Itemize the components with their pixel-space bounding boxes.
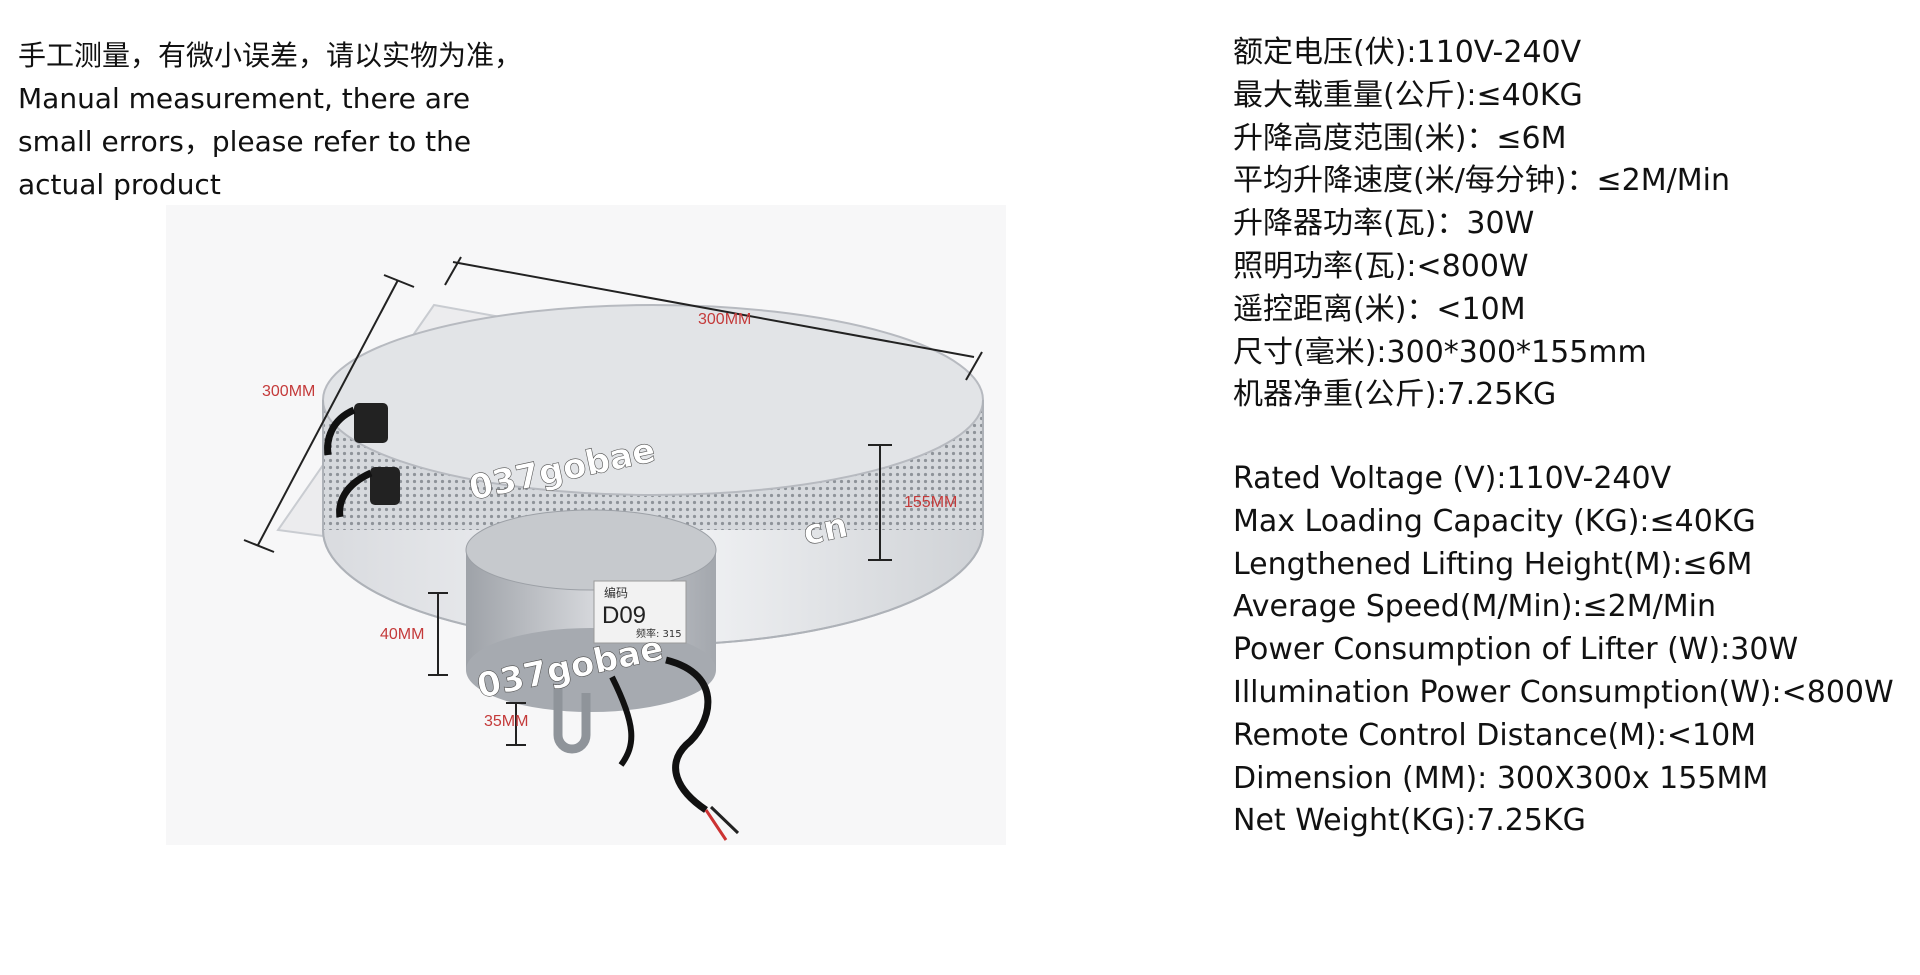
motor-code: D09 — [602, 602, 646, 629]
motor-bracket — [553, 685, 591, 754]
spec-cn-net-weight: 机器净重(公斤):7.25KG — [1233, 377, 1557, 413]
note-english-line-2: small errors，please refer to the — [18, 125, 472, 158]
motor-label-sticker — [593, 580, 687, 644]
product-photo: 编码 D09 频率: 315 300MM — [166, 205, 1006, 845]
spec-cn-speed: 平均升降速度(米/每分钟)：≤2M/Min — [1233, 163, 1730, 199]
note-english-line-1: Manual measurement, there are — [18, 82, 471, 115]
motor-sub-text: 频率: 315 — [636, 627, 682, 640]
spec-en-remote-distance: Remote Control Distance(M):<10M — [1233, 717, 1757, 753]
dimension-height-label: 155MM — [904, 494, 957, 511]
cable-gland — [354, 403, 388, 443]
spec-en-speed: Average Speed(M/Min):≤2M/Min — [1233, 589, 1716, 625]
motor-bottom — [466, 628, 716, 712]
spec-cn-max-load: 最大载重量(公斤):≤40KG — [1233, 77, 1583, 113]
lifter-illustration: 编码 D09 频率: 315 300MM — [166, 205, 1006, 845]
spec-cn-lift-height: 升降高度范围(米)：≤6M — [1233, 120, 1567, 156]
spec-cn-light-power: 照明功率(瓦):<800W — [1233, 248, 1529, 284]
dimension-depth-label: 300MM — [262, 383, 315, 400]
spec-cn-voltage: 额定电压(伏):110V-240V — [1233, 35, 1582, 70]
note-english-line-3: actual product — [18, 168, 221, 201]
note-chinese: 手工测量，有微小误差，请以实物为准， — [18, 39, 523, 72]
motor-cable — [665, 656, 712, 813]
specs-english: Rated Voltage (V):110V-240V Max Loading … — [1233, 458, 1913, 843]
spec-en-lifter-power: Power Consumption of Lifter (W):30W — [1233, 632, 1799, 668]
spec-en-light-power: Illumination Power Consumption(W):<800W — [1233, 674, 1894, 710]
spec-en-dimension: Dimension (MM): 300X300x 155MM — [1233, 760, 1769, 796]
motor-top — [465, 509, 717, 591]
spec-cn-lifter-power: 升降器功率(瓦)：30W — [1233, 206, 1535, 242]
spec-cn-dimension: 尺寸(毫米):300*300*155mm — [1233, 334, 1647, 370]
spec-en-voltage: Rated Voltage (V):110V-240V — [1233, 461, 1672, 496]
spec-en-max-load: Max Loading Capacity (KG):≤40KG — [1233, 503, 1756, 539]
dimension-lines — [243, 256, 983, 746]
spec-en-lift-height: Lengthened Lifting Height(M):≤6M — [1233, 546, 1753, 582]
specs-chinese: 额定电压(伏):110V-240V 最大载重量(公斤):≤40KG 升降高度范围… — [1233, 32, 1913, 417]
motor-code-caption: 编码 — [604, 585, 628, 600]
dimension-motor-label: 40MM — [380, 626, 424, 643]
measurement-note: 手工测量，有微小误差，请以实物为准， Manual measurement, t… — [18, 34, 618, 206]
dimension-width-label: 300MM — [698, 311, 751, 328]
spec-en-net-weight: Net Weight(KG):7.25KG — [1233, 803, 1586, 839]
cable-gland — [370, 467, 400, 505]
spec-cn-remote-distance: 遥控距离(米)：<10M — [1233, 291, 1526, 327]
watermark: cn — [800, 505, 852, 553]
dimension-bracket-label: 35MM — [484, 713, 528, 730]
